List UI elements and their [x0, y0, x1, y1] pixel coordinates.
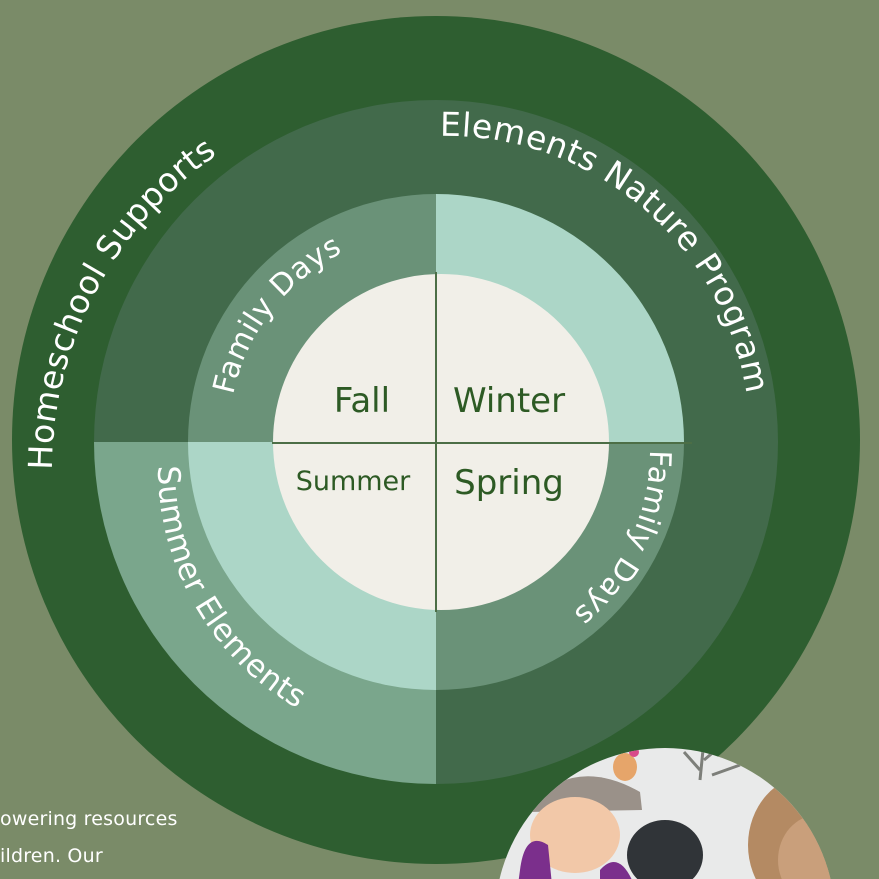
season-winter: Winter — [453, 381, 565, 421]
season-spring: Spring — [454, 463, 564, 503]
intro-text-line-1: owering resources — [0, 808, 178, 830]
intro-text-line-2: ildren. Our — [0, 845, 103, 867]
season-summer: Summer — [296, 466, 411, 497]
season-fall: Fall — [334, 381, 390, 421]
